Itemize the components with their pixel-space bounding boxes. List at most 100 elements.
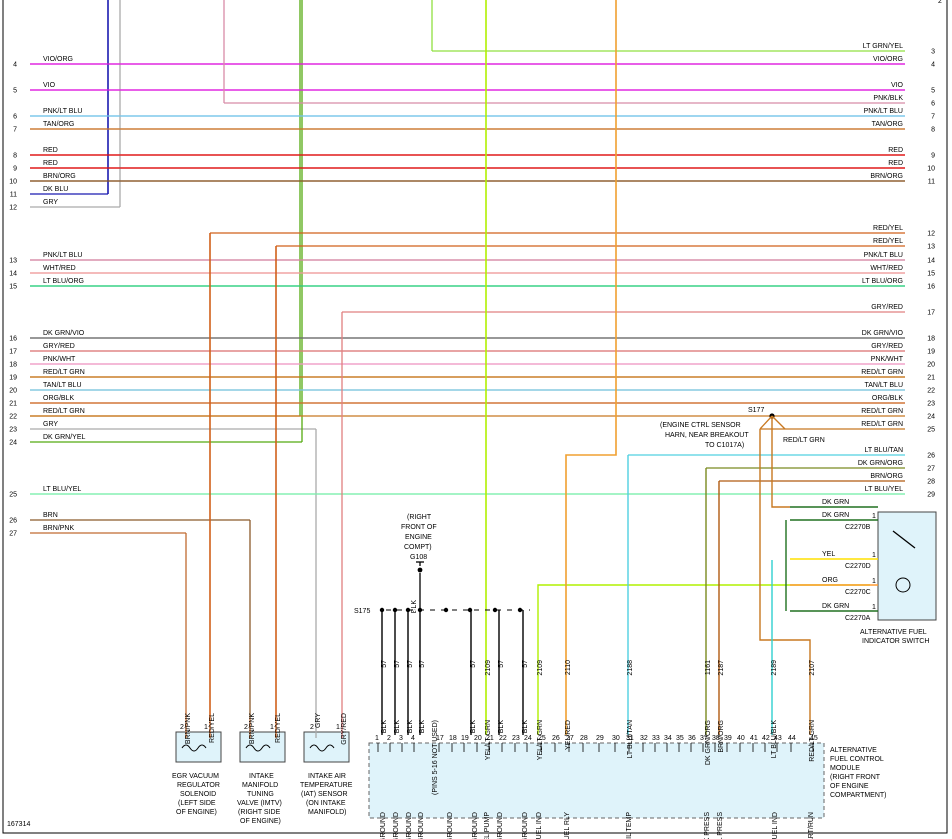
- wire-label-1: BLK: [381, 720, 388, 734]
- wire-label-4: BLK: [419, 720, 426, 734]
- module-pin-30: 30: [612, 735, 620, 742]
- component-3-coil-symbol: [309, 744, 335, 752]
- right-wire-num-6: 6: [931, 101, 935, 108]
- s177-branch-a: [759, 415, 773, 430]
- alt-fuel-control-module: [368, 742, 825, 819]
- module-func-14: RAIL PRESS: [717, 812, 724, 839]
- left-wire-num-23: 23: [9, 427, 17, 434]
- ground-note-line-1: (RIGHT: [407, 514, 432, 521]
- module-func-13: TANK PRESS: [704, 812, 711, 839]
- component-3-pin-2: 2: [310, 724, 314, 731]
- iat-name-line-2: TEMPERATURE: [300, 782, 353, 789]
- module-pin-40: 40: [737, 735, 745, 742]
- s177-note-line-2: HARN, NEAR BREAKOUT: [665, 432, 749, 439]
- module-func-8: GROUND: [497, 812, 504, 839]
- ground-note-line-2: FRONT OF: [401, 524, 437, 531]
- right-wire-label-3: LT GRN/YEL: [863, 43, 903, 50]
- right-wire-num-25: 25: [927, 427, 935, 434]
- right-wire-label-22: TAN/LT BLU: [864, 382, 903, 389]
- imtv-name-line-5: (RIGHT SIDE: [238, 809, 281, 816]
- circuit-num-7: 2109: [485, 660, 492, 676]
- splice-s175-label: S175: [354, 608, 370, 615]
- left-wire-label-4: VIO/ORG: [43, 56, 73, 63]
- module-name-line-4: (RIGHT FRONT: [830, 774, 881, 781]
- module-pin-19: 19: [461, 735, 469, 742]
- right-wire-num-12: 12: [927, 231, 935, 238]
- wire-label-11: YEL/RED: [565, 720, 572, 750]
- indicator-switch-body: [877, 511, 937, 621]
- switch-pin-5: 1: [872, 604, 876, 611]
- egr-name-line-4: (LEFT SIDE: [178, 800, 216, 807]
- left-wire-label-12: GRY: [43, 199, 58, 206]
- egr-name-line-1: EGR VACUUM: [172, 773, 219, 780]
- circuit-num-9: 57: [522, 660, 529, 668]
- left-wire-num-4: 4: [13, 62, 17, 69]
- module-pin-35: 35: [676, 735, 684, 742]
- wire-label-5: (PINS 5-16 NOT USED): [432, 720, 439, 795]
- wire-label-14: BRN/ORG: [718, 720, 725, 753]
- module-func-15: ALT FUEL IND: [772, 812, 779, 839]
- switch-connector-2: C2270B: [845, 524, 871, 531]
- switch-name-line-2: INDICATOR SWITCH: [862, 638, 929, 645]
- module-func-3: GROUND: [406, 812, 413, 839]
- module-pin-24: 24: [524, 735, 532, 742]
- right-wire-label-27: DK GRN/ORG: [858, 460, 903, 467]
- module-pin-23: 23: [512, 735, 520, 742]
- switch-name-line-1: ALTERNATIVE FUEL: [860, 629, 927, 636]
- indicator-switch-contact: [892, 530, 916, 549]
- right-wire-num-27: 27: [927, 466, 935, 473]
- wire-label-3: BLK: [407, 720, 414, 734]
- left-wire-label-10: BRN/ORG: [43, 173, 76, 180]
- module-func-5: GROUND: [447, 812, 454, 839]
- circuit-num-3: 57: [407, 660, 414, 668]
- wire-label-9: BLK: [522, 720, 529, 734]
- module-pin-29: 29: [596, 735, 604, 742]
- left-wire-label-16: DK GRN/VIO: [43, 330, 85, 337]
- module-name-line-5: OF ENGINE: [830, 783, 869, 790]
- switch-connector-5: C2270A: [845, 615, 871, 622]
- left-wire-num-27: 27: [9, 531, 17, 538]
- left-wire-num-26: 26: [9, 518, 17, 525]
- wire-label-2: BLK: [394, 720, 401, 734]
- left-wire-label-18: PNK/WHT: [43, 356, 76, 363]
- right-wire-label-13: RED/YEL: [873, 238, 903, 245]
- switch-connector-3: C2270D: [845, 563, 871, 570]
- left-wire-num-16: 16: [9, 336, 17, 343]
- module-pin-44: 44: [788, 735, 796, 742]
- module-name-line-6: COMPARTMENT): [830, 792, 887, 799]
- right-wire-num-13: 13: [927, 244, 935, 251]
- right-wire-label-8: TAN/ORG: [872, 121, 903, 128]
- switch-pin-3: 1: [872, 552, 876, 559]
- right-wire-num-21: 21: [927, 375, 935, 382]
- circuit-num-15: 2189: [771, 660, 778, 676]
- circuit-num-16: 2107: [809, 660, 816, 676]
- module-func-11: BI-FUEL RLY: [564, 812, 571, 839]
- figure-id: 167314: [7, 821, 30, 828]
- circuit-num-12: 2188: [627, 660, 634, 676]
- circuit-num-10: 2109: [537, 660, 544, 676]
- module-name-line-1: ALTERNATIVE: [830, 747, 877, 754]
- bi-fuel-rly-wire: [565, 0, 617, 735]
- module-pin-42: 42: [762, 735, 770, 742]
- right-wire-label-6: PNK/BLK: [873, 95, 903, 102]
- ground-wire-label: BLK: [411, 600, 418, 614]
- right-wire-num-22: 22: [927, 388, 935, 395]
- left-wire-num-20: 20: [9, 388, 17, 395]
- right-wire-num-14: 14: [927, 258, 935, 265]
- circuit-num-1: 57: [381, 660, 388, 668]
- left-wire-num-15: 15: [9, 284, 17, 291]
- imtv-name-line-2: MANIFOLD: [242, 782, 278, 789]
- s177-label: S177: [748, 407, 764, 414]
- switch-row-label-4: ORG: [822, 577, 838, 584]
- right-wire-label-7: PNK/LT BLU: [864, 108, 903, 115]
- component-1-wire-label-right: RED/YEL: [209, 713, 216, 743]
- left-wire-num-21: 21: [9, 401, 17, 408]
- left-wire-label-11: DK BLU: [43, 186, 68, 193]
- component-3-wire-label-left: GRY: [315, 713, 322, 728]
- left-wire-num-17: 17: [9, 349, 17, 356]
- left-wire-label-15: LT BLU/ORG: [43, 278, 84, 285]
- left-wire-num-14: 14: [9, 271, 17, 278]
- left-wire-label-20: TAN/LT BLU: [43, 382, 82, 389]
- left-wire-label-14: WHT/RED: [43, 265, 76, 272]
